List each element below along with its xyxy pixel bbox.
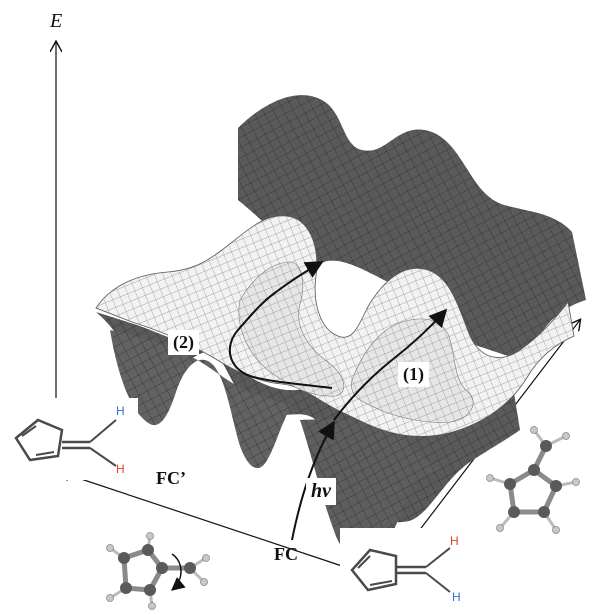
- bottom-hydrogen-top: H: [450, 534, 459, 548]
- fc-prime-label: FC’: [156, 468, 186, 488]
- path-2-label: (2): [168, 330, 199, 355]
- left-hydrogen-top: H: [116, 404, 125, 418]
- left-hydrogen-bottom: H: [116, 462, 125, 476]
- twisted-molecule-ball-and-stick: [106, 532, 210, 610]
- fulvene-structure-left: [14, 418, 117, 467]
- hv-label: hν: [306, 478, 336, 505]
- energy-axis-label: E: [50, 10, 63, 32]
- fc-label: FC: [274, 544, 298, 564]
- path-1-trajectory: [333, 308, 448, 421]
- planar-molecule-bottom: H H: [340, 528, 476, 608]
- path-1-label: (1): [398, 362, 429, 387]
- bottom-hydrogen-bottom: H: [452, 590, 461, 604]
- fulvene-structure-bottom: [350, 547, 451, 593]
- pyramidalized-molecule-ball-and-stick: [486, 426, 580, 534]
- rotation-arrow-icon: [170, 553, 186, 591]
- path-2-trajectory: [229, 261, 333, 389]
- planar-molecule-left: H H: [4, 398, 138, 480]
- torsion-coordinate-axis: [60, 472, 343, 567]
- upper-surface: [96, 95, 586, 559]
- lower-surface: [95, 215, 575, 437]
